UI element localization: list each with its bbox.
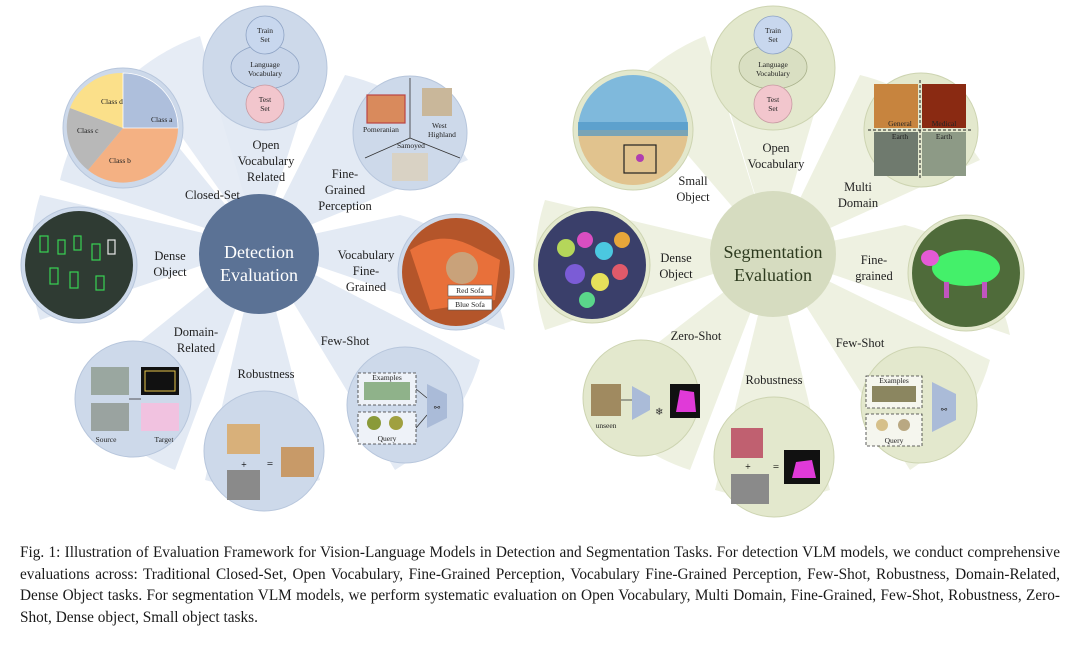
seg-lang-vocab-label-2: Vocabulary <box>756 69 790 78</box>
equals-sign: = <box>267 458 273 470</box>
detection-hub-line1: Detection <box>224 242 294 262</box>
pie-class-d: Class d <box>101 97 123 106</box>
segmentation-diagram: Segmentation Evaluation Train Set Langua… <box>533 5 1025 518</box>
seg-few-shot-diagram: Examples Query ⚯ <box>865 375 956 447</box>
seg-small-label-2: Object <box>676 190 710 204</box>
seg-equals-sign: = <box>773 461 779 473</box>
query-label: Query <box>378 434 397 443</box>
det-open-vocab-label-2: Vocabulary <box>238 154 295 168</box>
earth-domain-label: Earth <box>936 132 952 141</box>
closed-set-pie: Class a Class b Class c Class d <box>66 72 179 183</box>
seg-multi-label-1: Multi <box>844 180 872 194</box>
red-sofa-label: Red Sofa <box>456 286 484 295</box>
seg-dense-label-1: Dense <box>660 251 692 265</box>
seg-hub-line1: Segmentation <box>724 242 823 262</box>
det-fine-grained-label-3: Perception <box>318 199 372 213</box>
seg-lang-vocab-label: Language <box>758 60 788 69</box>
plus-sign: + <box>241 460 247 471</box>
blue-sofa-label: Blue Sofa <box>455 300 485 309</box>
lang-vocab-label-2: Vocabulary <box>248 69 282 78</box>
lang-vocab-label: Language <box>250 60 280 69</box>
seg-fine-label-1: Fine- <box>861 253 887 267</box>
seg-zero-shot-label: Zero-Shot <box>671 329 722 343</box>
det-domain: Source Target <box>91 367 179 444</box>
pie-class-c: Class c <box>77 126 99 135</box>
seg-network-icon: ⚯ <box>941 405 948 414</box>
pomeranian-label: Pomeranian <box>363 125 399 134</box>
det-fine-grained-label-1: Fine- <box>332 167 358 181</box>
seg-multi-label-2: Domain <box>838 196 879 210</box>
seg-examples-label: Examples <box>879 376 909 385</box>
seg-dense-image <box>538 211 646 319</box>
det-domain-label-1: Domain- <box>174 325 218 339</box>
seg-test-set-label: Test <box>767 95 780 104</box>
medical-domain-label: Medical <box>932 119 957 128</box>
pie-class-b: Class b <box>109 156 131 165</box>
det-robustness: + = <box>227 424 314 500</box>
sheep-image <box>912 219 1020 327</box>
network-icon: ⚯ <box>434 403 441 412</box>
seg-train-set-label: Train <box>765 26 781 35</box>
open-vocab-stack: Train Set Language Vocabulary Test Set <box>230 15 300 124</box>
seg-plus-sign: + <box>745 462 751 473</box>
sofa-image: Red Sofa Blue Sofa <box>402 218 510 326</box>
seg-robustness: + = <box>731 428 820 504</box>
seg-small-label-1: Small <box>678 174 708 188</box>
seg-dense-label-2: Object <box>659 267 693 281</box>
seg-test-set-label-2: Set <box>768 104 779 113</box>
seg-hub-line2: Evaluation <box>734 265 812 285</box>
det-fine-grained-label-2: Grained <box>325 183 366 197</box>
zero-shot-diagram: unseen ❄ <box>591 384 700 430</box>
west-highland-label: West <box>432 121 448 130</box>
detection-hub <box>199 194 319 314</box>
det-few-shot-label: Few-Shot <box>321 334 370 348</box>
seg-train-set-label-2: Set <box>768 35 779 44</box>
segmentation-hub <box>710 191 836 317</box>
multi-domain-quad: General Earth Medical Earth <box>868 80 972 180</box>
det-open-vocab-label-3: Related <box>247 170 286 184</box>
target-label: Target <box>155 435 175 444</box>
seg-open-vocab-label-1: Open <box>762 141 790 155</box>
seg-fine-label-2: grained <box>855 269 893 283</box>
figure-caption: Fig. 1: Illustration of Evaluation Frame… <box>20 542 1060 628</box>
det-dense-label-2: Object <box>153 265 187 279</box>
det-vocab-fine-label-3: Grained <box>346 280 387 294</box>
dense-object-image <box>25 211 133 319</box>
detection-diagram: Detection Evaluation Class a Class b Cla… <box>20 5 515 512</box>
seg-open-vocab-stack: Train Set Language Vocabulary Test Set <box>738 15 808 124</box>
test-set-label: Test <box>259 95 272 104</box>
det-domain-label-2: Related <box>177 341 216 355</box>
fine-grained-dogs: Pomeranian West Highland Samoyed <box>363 78 461 181</box>
unseen-label: unseen <box>596 421 617 430</box>
beach-image <box>578 75 688 185</box>
det-vocab-fine-label-1: Vocabulary <box>338 248 395 262</box>
samoyed-label: Samoyed <box>397 141 425 150</box>
det-closed-set-label: Closed-Set <box>185 188 240 202</box>
caption-text: Fig. 1: Illustration of Evaluation Frame… <box>20 544 1060 626</box>
train-set-label-2: Set <box>260 35 271 44</box>
train-set-label: Train <box>257 26 273 35</box>
seg-robustness-label: Robustness <box>746 373 803 387</box>
test-set-label-2: Set <box>260 104 271 113</box>
det-robustness-label: Robustness <box>238 367 295 381</box>
pie-class-a: Class a <box>151 115 173 124</box>
seg-few-shot-label: Few-Shot <box>836 336 885 350</box>
det-dense-label-1: Dense <box>154 249 186 263</box>
det-vocab-fine-label-2: Fine- <box>353 264 379 278</box>
general-domain-label: General <box>888 119 912 128</box>
detection-hub-line2: Evaluation <box>220 265 298 285</box>
general-domain-label-2: Earth <box>892 132 908 141</box>
framework-diagram: Detection Evaluation Class a Class b Cla… <box>20 5 1025 518</box>
west-highland-label-2: Highland <box>428 130 456 139</box>
det-open-vocab-label-1: Open <box>252 138 280 152</box>
seg-open-vocab-label-2: Vocabulary <box>748 157 805 171</box>
frozen-icon: ❄ <box>655 407 663 418</box>
few-shot-diagram: Examples Query ⚯ <box>357 372 447 445</box>
source-label: Source <box>96 435 117 444</box>
seg-query-label: Query <box>885 436 904 445</box>
examples-label: Examples <box>372 373 402 382</box>
